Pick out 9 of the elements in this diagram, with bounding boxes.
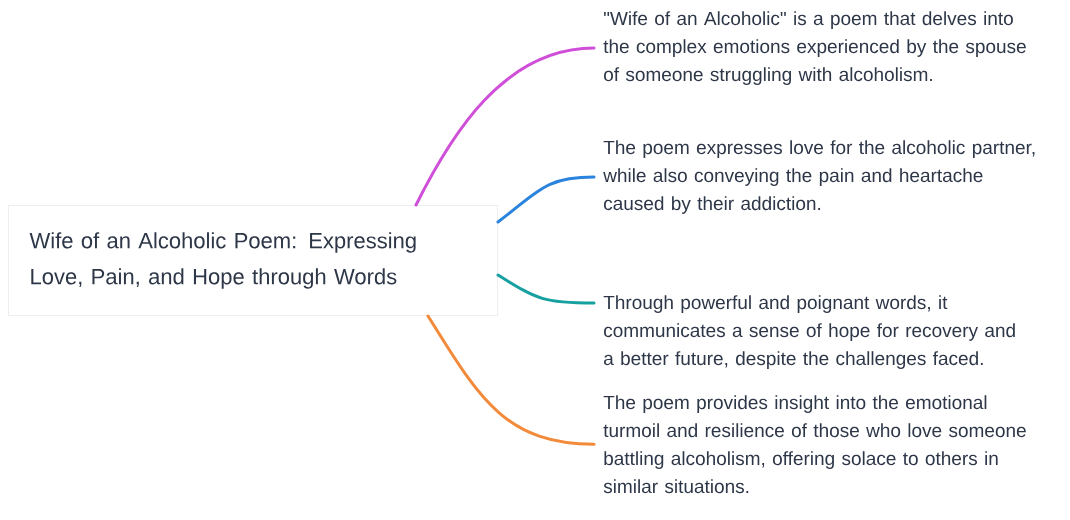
note-text: The poem expresses love for the alcoholic partner, while also conveying the pain and heartache caused by their addiction. [603, 140, 1035, 214]
connector-curve [496, 273, 596, 305]
central-topic-box: Wife of an Alcoholic Poem: Expressing Love, Pain, and Hope through Words [8, 205, 498, 316]
note-text: The poem provides insight into the emotional turmoil and resilience of those who love someone battling alcoholism, offering solace to others in similar situations. [603, 395, 1026, 494]
note-text: "Wife of an Alcoholic" is a poem that delves into the complex emotions experienced by the spouse of someone struggling with alcoholism. [603, 11, 1026, 85]
note-text: Through powerful and poignant words, it communicates a sense of hope for recovery and a better future, despite the challenges faced. [603, 295, 1015, 369]
connector-curve [496, 175, 596, 224]
connector-curve [426, 314, 596, 446]
connector-curve [414, 46, 596, 207]
